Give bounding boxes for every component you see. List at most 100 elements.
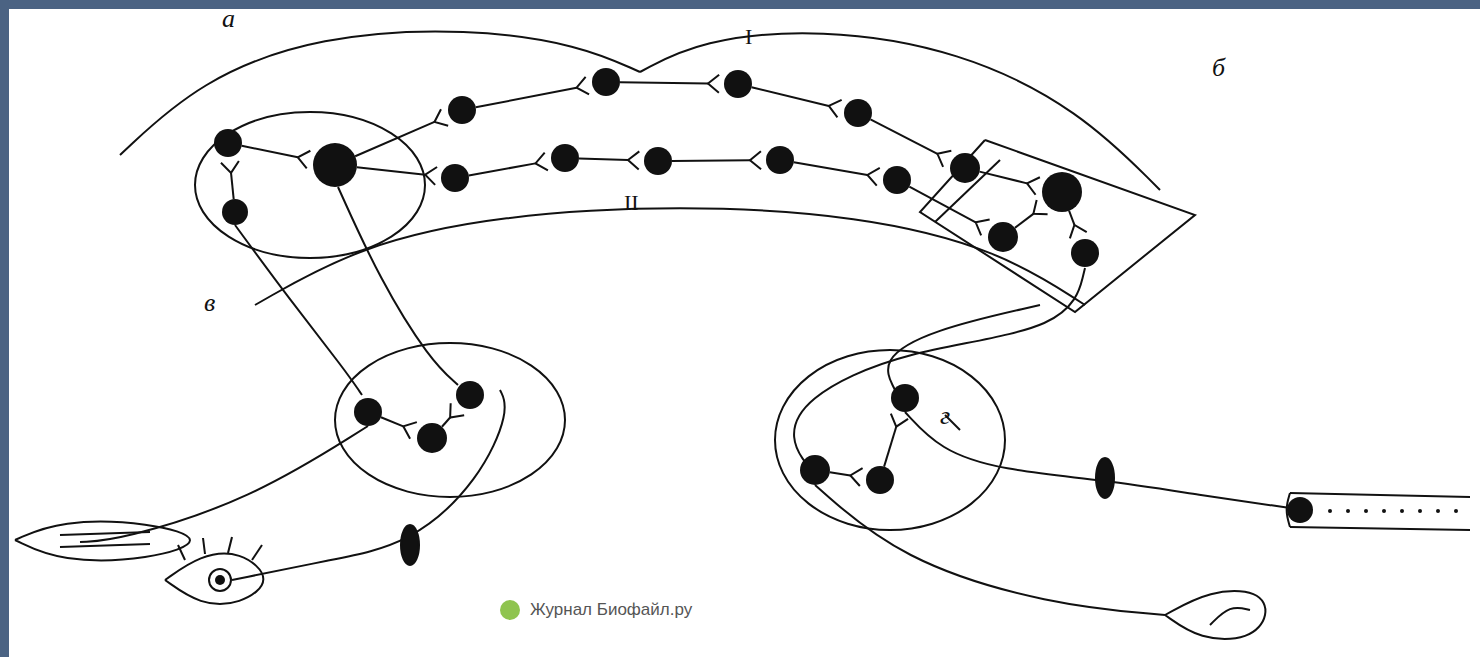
- axon: [1069, 211, 1074, 225]
- synapse: [434, 109, 448, 126]
- motor-axon: [815, 485, 1165, 615]
- neuron: [1346, 509, 1350, 513]
- axon: [1015, 214, 1033, 228]
- axon: [476, 88, 577, 108]
- axon: [235, 225, 362, 395]
- neuron: [448, 96, 476, 124]
- axon: [909, 187, 975, 223]
- synapse: [1070, 225, 1087, 238]
- region-letter: а: [222, 6, 235, 32]
- synapse: [891, 414, 908, 427]
- neuron: [724, 70, 752, 98]
- synapse: [425, 167, 437, 185]
- sensory-axon: [905, 412, 1290, 508]
- axon: [469, 163, 536, 175]
- region-letter: б: [1212, 55, 1225, 81]
- neuron: [844, 99, 872, 127]
- neuron: [1454, 509, 1458, 513]
- neuron: [222, 199, 248, 225]
- axon: [888, 305, 1040, 390]
- neuron: [950, 153, 980, 183]
- receptor: [1290, 527, 1470, 530]
- region-letter: г: [940, 403, 950, 429]
- neuron: [215, 575, 225, 585]
- synapse: [867, 168, 879, 186]
- nucleus-ring: [195, 112, 425, 258]
- neuron: [1382, 509, 1386, 513]
- muscle: [15, 522, 190, 560]
- synapse: [1033, 200, 1047, 214]
- neuron: [1287, 497, 1313, 523]
- neuron: [313, 143, 357, 187]
- pathway-number: I: [745, 26, 752, 48]
- eye-iris: [209, 569, 231, 591]
- neuron: [883, 166, 911, 194]
- neuron: [214, 129, 242, 157]
- neuron: [1418, 509, 1422, 513]
- axon: [579, 158, 628, 160]
- synapse: [708, 75, 719, 93]
- neuron: [1042, 172, 1082, 212]
- watermark: Журнал Биофайл.ру: [530, 601, 692, 618]
- synapse: [829, 100, 842, 117]
- synapse: [298, 151, 311, 169]
- synapse: [403, 422, 417, 439]
- neuron: [766, 146, 794, 174]
- axon: [752, 87, 829, 106]
- muscle-fiber: [60, 532, 150, 535]
- eyelash: [252, 545, 262, 560]
- synapse: [577, 77, 590, 95]
- neuron: [551, 144, 579, 172]
- neuron: [1071, 239, 1099, 267]
- axon: [338, 187, 458, 385]
- axon: [830, 472, 851, 475]
- neuron: [988, 222, 1018, 252]
- eye: [165, 553, 263, 603]
- axon: [231, 173, 234, 199]
- region-box: [920, 140, 1195, 312]
- axon: [242, 146, 298, 158]
- neuron: [354, 398, 382, 426]
- receptor: [1290, 493, 1470, 497]
- synapse: [535, 153, 547, 171]
- axon: [870, 119, 937, 153]
- synapse: [628, 151, 639, 169]
- neuron: [1436, 509, 1440, 513]
- synapse: [976, 220, 990, 236]
- synapse: [1027, 177, 1040, 194]
- synapse: [450, 403, 464, 417]
- neuron: [417, 423, 447, 453]
- synapse: [850, 468, 862, 486]
- neuron: [1328, 509, 1332, 513]
- axon: [794, 268, 1085, 462]
- axon: [442, 417, 450, 426]
- frame-bar: [0, 0, 9, 657]
- eyelash: [228, 537, 232, 553]
- axon: [355, 122, 434, 156]
- synapse: [937, 151, 951, 167]
- outline: [255, 208, 1085, 305]
- synapse: [750, 151, 761, 169]
- region-letter: в: [204, 290, 215, 316]
- muscle-fiber: [60, 544, 150, 547]
- effector: [1165, 591, 1265, 639]
- axon: [357, 167, 425, 174]
- neuron: [1400, 509, 1404, 513]
- neuron: [592, 68, 620, 96]
- watermark-icon: [500, 600, 520, 620]
- eyelash: [203, 538, 205, 554]
- outline: [120, 31, 640, 155]
- neuron: [644, 147, 672, 175]
- axon: [794, 162, 868, 175]
- motor-axon: [80, 426, 368, 542]
- neuron: [441, 164, 469, 192]
- sensory-axon: [232, 390, 505, 580]
- axon: [672, 159, 750, 162]
- synapse: [221, 161, 239, 173]
- axon: [381, 417, 403, 426]
- pathway-number: II: [624, 192, 639, 214]
- neuron: [1364, 509, 1368, 513]
- axon: [620, 82, 708, 83]
